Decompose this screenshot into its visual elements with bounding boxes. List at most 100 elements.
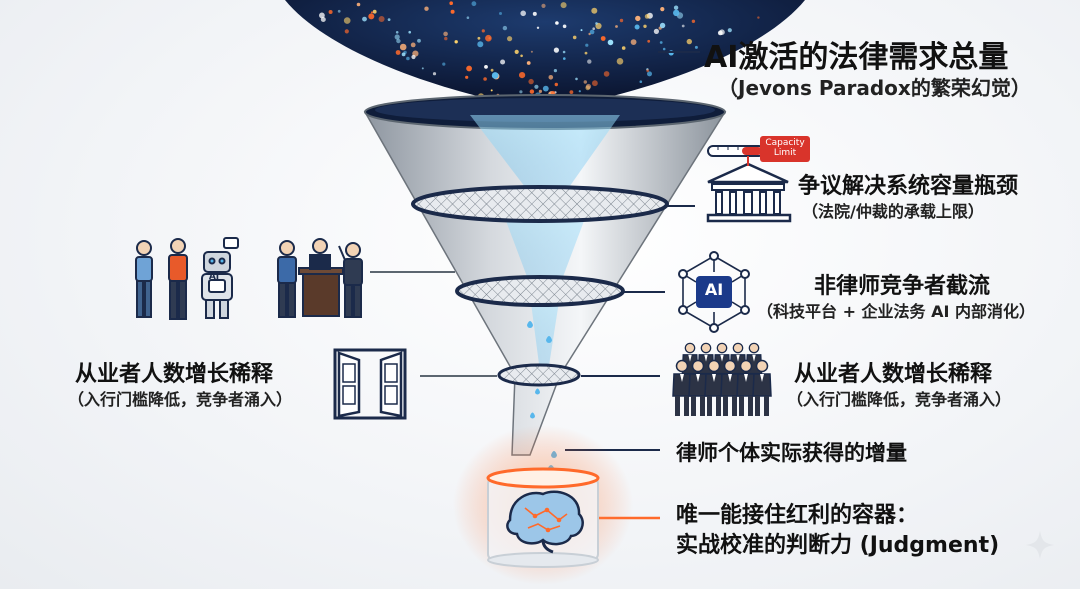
particle-dot bbox=[499, 12, 502, 15]
particle-dot bbox=[421, 67, 424, 70]
robot-ai-label: AI bbox=[208, 272, 220, 282]
filter-3-title: 从业者人数增长稀释 bbox=[794, 362, 993, 387]
particle-dot bbox=[662, 47, 666, 51]
robot-figure bbox=[201, 237, 239, 319]
filter-3-subtitle: （入行门槛降低，竞争者涌入） bbox=[787, 390, 1012, 409]
particle-dot bbox=[538, 89, 543, 93]
left-title: 从业者人数增长稀释 bbox=[75, 362, 274, 387]
particle-dot bbox=[553, 47, 560, 53]
particle-dot bbox=[646, 69, 650, 73]
particle-dot bbox=[471, 1, 477, 7]
particle-dot bbox=[681, 24, 685, 28]
filter-2-title: 非律师竞争者截流 bbox=[814, 274, 991, 299]
particle-dot bbox=[578, 90, 581, 93]
particle-dot bbox=[529, 89, 535, 94]
filter-mesh-2 bbox=[455, 275, 625, 307]
open-door-icon bbox=[333, 348, 407, 420]
lawyer-figure bbox=[752, 359, 772, 416]
particle-dot bbox=[371, 11, 373, 14]
particle-dot bbox=[673, 5, 679, 10]
particle-dot bbox=[569, 90, 574, 94]
brain-icon bbox=[506, 490, 584, 554]
particle-dot bbox=[477, 41, 484, 48]
particle-dot bbox=[592, 27, 595, 31]
capacity-limit-badge: Capacity Limit bbox=[765, 138, 805, 158]
particle-dot bbox=[659, 22, 666, 29]
particle-dot bbox=[394, 34, 400, 40]
particle-dot bbox=[424, 6, 429, 11]
particle-dot bbox=[554, 82, 558, 87]
particle-dot bbox=[560, 2, 567, 9]
crowd-of-lawyers-icon bbox=[672, 342, 772, 416]
particle-dot bbox=[417, 38, 421, 43]
particle-dot bbox=[615, 25, 618, 28]
people-group-icon bbox=[135, 237, 239, 320]
particle-dot bbox=[644, 14, 650, 19]
particle-dot bbox=[520, 10, 526, 17]
particle-dot bbox=[660, 7, 665, 12]
data-stream bbox=[470, 115, 620, 372]
particle-cloud bbox=[285, 0, 805, 110]
particle-dot bbox=[328, 10, 333, 14]
particle-dot bbox=[477, 36, 481, 40]
particle-dot bbox=[580, 29, 583, 32]
ai-network-icon bbox=[678, 251, 750, 333]
main-title: AI激活的法律需求总量 bbox=[704, 40, 1009, 75]
particle-dot bbox=[450, 9, 455, 14]
particle-dot bbox=[466, 16, 470, 20]
particle-dot bbox=[563, 57, 566, 60]
man-figure bbox=[168, 238, 188, 320]
particle-dot bbox=[490, 68, 494, 72]
particle-dot bbox=[616, 58, 624, 65]
particle-dot bbox=[585, 43, 589, 47]
particle-dot bbox=[483, 77, 487, 81]
particle-dot bbox=[378, 16, 385, 22]
particle-dot bbox=[647, 71, 652, 77]
output-increment-label: 律师个体实际获得的增量 bbox=[676, 441, 907, 465]
particle-dot bbox=[562, 50, 566, 54]
particle-dot bbox=[395, 50, 401, 55]
particle-dot bbox=[490, 89, 493, 92]
particle-dot bbox=[520, 54, 523, 58]
particle-dot bbox=[344, 29, 349, 34]
particle-dot bbox=[686, 38, 692, 45]
particle-dot bbox=[757, 16, 760, 19]
particle-dot bbox=[528, 78, 534, 85]
particle-dot bbox=[443, 31, 448, 37]
particle-dot bbox=[465, 75, 469, 79]
particle-dot bbox=[466, 65, 472, 72]
particle-dot bbox=[343, 17, 351, 24]
particle-dot bbox=[399, 43, 407, 51]
woman-figure bbox=[135, 240, 153, 318]
particle-dot bbox=[368, 13, 375, 20]
left-subtitle: （入行门槛降低，竞争者涌入） bbox=[68, 390, 293, 409]
particle-dot bbox=[534, 84, 539, 89]
particle-dot bbox=[548, 75, 554, 80]
particle-dot bbox=[502, 25, 508, 31]
particle-dot bbox=[519, 72, 526, 79]
particle-dot bbox=[553, 69, 558, 73]
particle-dot bbox=[454, 40, 458, 44]
capacity-gauge-icon bbox=[707, 136, 810, 166]
particle-dot bbox=[401, 52, 406, 57]
particle-dot bbox=[432, 72, 437, 76]
courthouse-icon bbox=[706, 162, 792, 223]
lawyer-figure bbox=[720, 359, 740, 416]
particle-dot bbox=[591, 7, 598, 14]
particle-dot bbox=[575, 77, 578, 81]
filter-2-subtitle: （科技平台 + 企业法务 AI 内部消化） bbox=[757, 302, 1036, 321]
particle-dot bbox=[530, 50, 533, 53]
particle-dot bbox=[572, 35, 577, 40]
particle-dot bbox=[410, 42, 416, 48]
particle-dot bbox=[659, 41, 663, 44]
particle-dot bbox=[719, 29, 725, 35]
particle-dot bbox=[406, 56, 410, 61]
particle-dot bbox=[542, 85, 549, 92]
particle-dot bbox=[541, 3, 546, 8]
particle-dot bbox=[630, 39, 637, 45]
particle-dot bbox=[588, 32, 591, 36]
particle-dot bbox=[395, 31, 399, 34]
particle-dot bbox=[634, 24, 640, 30]
judgment-line-1: 唯一能接住红利的容器： bbox=[676, 503, 919, 528]
